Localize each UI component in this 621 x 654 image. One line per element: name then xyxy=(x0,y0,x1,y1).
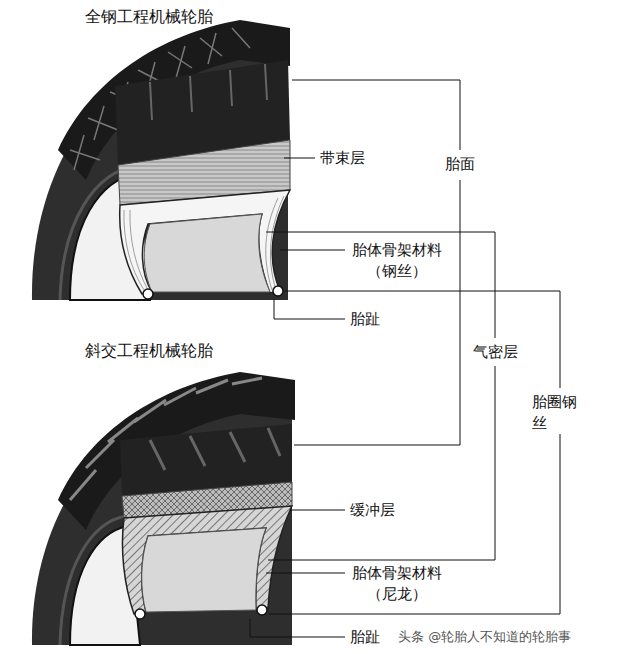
part-name: 胎圈钢丝 xyxy=(530,392,591,434)
tire-title: 斜交工程机械轮胎 xyxy=(85,340,213,361)
leader-lines xyxy=(250,80,560,637)
part-name: 缓冲层 xyxy=(350,500,395,521)
tire-title: 全钢工程机械轮胎 xyxy=(85,6,213,27)
part-name: 胎面 xyxy=(443,154,477,175)
watermark: 头条 @轮胎人不知道的轮胎事 xyxy=(398,626,571,647)
bias-tire xyxy=(32,372,295,645)
part-name: 气密层 xyxy=(471,342,520,363)
part-name: 胎体骨架材料 （钢丝） xyxy=(350,240,445,282)
part-name: 胎趾 xyxy=(350,309,380,330)
part-name: 胎体骨架材料 （尼龙） xyxy=(350,563,445,605)
part-name: 带束层 xyxy=(320,148,365,169)
radial-tire xyxy=(32,20,290,300)
part-name: 胎趾 xyxy=(350,627,380,648)
